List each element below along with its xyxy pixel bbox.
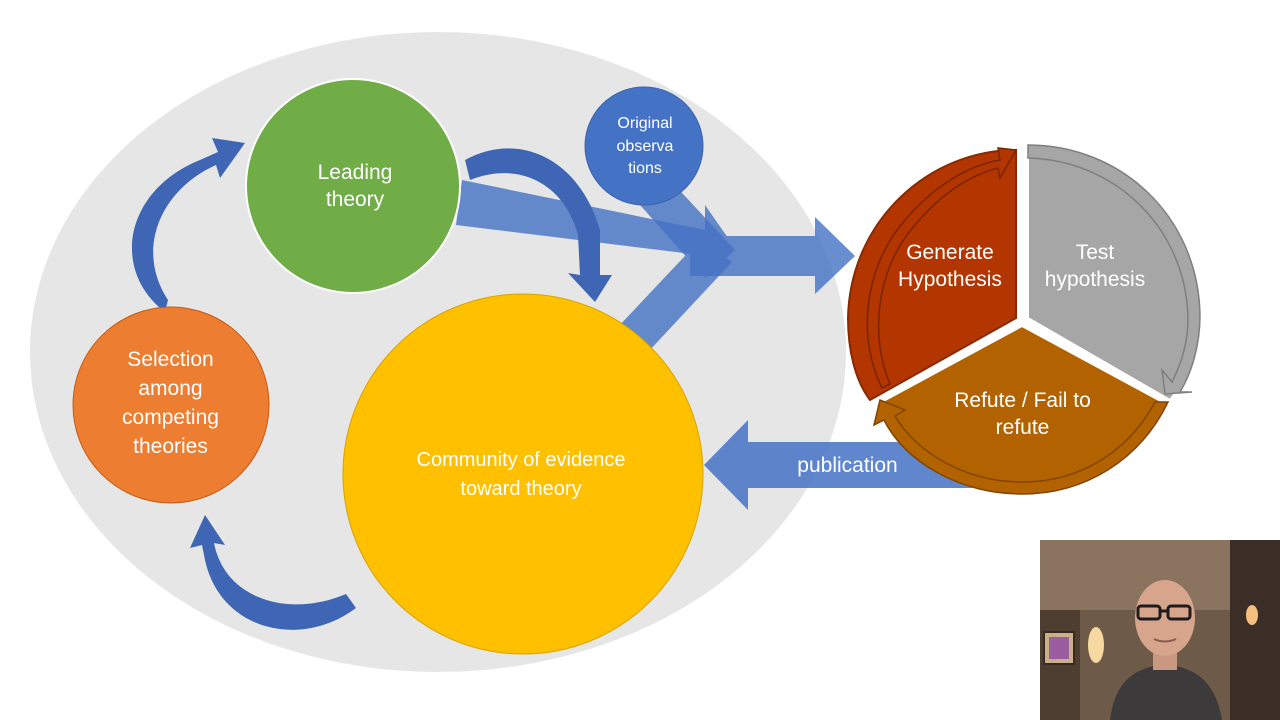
community-to-selection-curved-arrow: [190, 515, 356, 630]
original-observations-label: Original observa tions: [616, 115, 674, 178]
selection-to-leading-curved-arrow: [131, 138, 245, 312]
refute-label: Refute / Fail to refute: [954, 388, 1091, 439]
generate-hypothesis-arrow-outline: [866, 147, 1018, 390]
community-node: [342, 293, 704, 655]
presenter-video-frame: [1040, 540, 1280, 720]
selection-node: [72, 306, 270, 504]
leading-theory-node: [245, 78, 461, 294]
selection-label: Selection among competing theories: [122, 348, 219, 458]
generate-hypothesis-segment: [846, 148, 1017, 402]
presenter-video-icon: [1040, 540, 1280, 720]
publication-label: publication: [797, 454, 898, 478]
leading-theory-label: Leading theory: [317, 160, 393, 211]
test-hypothesis-arrow-outline: [1027, 144, 1201, 395]
community-label: Community of evidence toward theory: [416, 449, 626, 500]
generate-hypothesis-label: Generate Hypothesis: [898, 240, 1002, 291]
hypothesis-cycle: [846, 144, 1201, 496]
original-observations-node: [584, 86, 704, 206]
test-hypothesis-label: Test hypothesis: [1044, 240, 1146, 291]
observations-arrow: [617, 180, 735, 352]
refute-arrow-outline: [872, 398, 1170, 495]
leading-to-community-curved-arrow: [465, 148, 612, 302]
